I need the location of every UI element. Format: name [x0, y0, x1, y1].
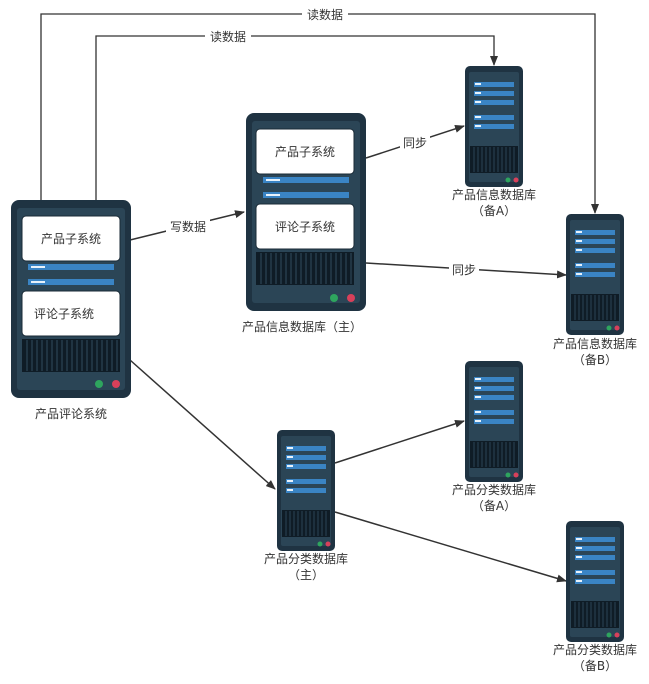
read-inner-label: 读数据 [210, 29, 246, 44]
status-led-green [317, 541, 323, 547]
status-led-red [614, 632, 620, 638]
category-backup-a-server [465, 361, 523, 482]
status-led-red [347, 294, 355, 302]
category-backup-b-server [566, 521, 624, 642]
read-inner-arrow [95, 35, 498, 200]
info-backup-b-label-line1: 产品信息数据库 [553, 336, 637, 351]
info-main-server: 产品子系统 评论子系统 [246, 113, 366, 311]
status-led-red [112, 380, 120, 388]
category-main-server [277, 430, 335, 551]
read-outer-label: 读数据 [307, 7, 343, 22]
sync-b-label: 同步 [452, 263, 476, 277]
status-led-red [614, 325, 620, 331]
category-main-label-line1: 产品分类数据库 [264, 551, 348, 566]
info-main-product-module [255, 128, 355, 175]
review-system-product-module [21, 215, 121, 262]
status-led-green [606, 325, 612, 331]
status-led-green [505, 472, 511, 478]
status-led-green [330, 294, 338, 302]
status-led-green [606, 632, 612, 638]
status-led-green [505, 177, 511, 183]
review-system-product-module-label: 产品子系统 [41, 232, 101, 246]
info-main-review-module [255, 203, 355, 250]
info-main-label: 产品信息数据库（主） [242, 319, 362, 334]
status-led-red [513, 177, 519, 183]
info-main-review-module-label: 评论子系统 [275, 220, 335, 234]
review-system-review-module [21, 290, 121, 337]
info-main-product-module-label: 产品子系统 [275, 145, 335, 159]
review-system-label: 产品评论系统 [35, 407, 107, 421]
status-led-green [95, 380, 103, 388]
category-sync-a-arrow [334, 419, 465, 464]
review-system-review-module-label: 评论子系统 [34, 307, 94, 321]
review-to-category-arrow [129, 359, 276, 490]
info-backup-a-server [465, 66, 523, 187]
category-backup-b-label-line1: 产品分类数据库 [553, 642, 637, 657]
status-led-red [513, 472, 519, 478]
review-system-server: 产品子系统 评论子系统 [11, 200, 131, 398]
category-main-label-line2: （主） [288, 568, 324, 582]
category-backup-b-label-line2: （备B） [573, 659, 617, 673]
info-backup-b-label-line2: （备B） [573, 353, 617, 367]
category-backup-a-label-line2: （备A） [472, 499, 516, 513]
sync-a-label: 同步 [403, 136, 427, 150]
info-backup-a-label-line2: （备A） [472, 204, 516, 218]
info-backup-b-server [566, 214, 624, 335]
category-backup-a-label-line1: 产品分类数据库 [452, 482, 536, 497]
status-led-red [325, 541, 331, 547]
edges: 读数据 读数据 写数据 同步 同步 [40, 7, 599, 583]
category-sync-b-arrow [334, 511, 567, 583]
info-backup-a-label-line1: 产品信息数据库 [452, 187, 536, 202]
write-label: 写数据 [170, 219, 206, 234]
